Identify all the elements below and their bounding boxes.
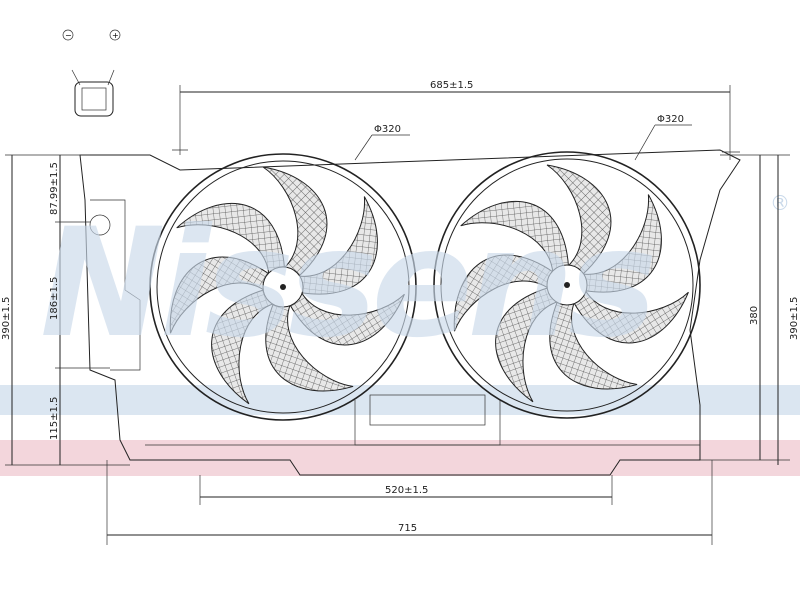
dim-left-total: 390±1.5 (1, 297, 12, 340)
watermark-band (0, 440, 800, 476)
fan-ring-inner (440, 158, 694, 412)
fan-right (433, 151, 701, 419)
dim-right-inner: 380 (749, 306, 760, 325)
registered-mark: ® (770, 191, 790, 215)
fan-blade (572, 288, 689, 344)
fan-ring-outer (149, 153, 417, 421)
fan-blade (296, 196, 378, 295)
dim-fan-right-diameter: Φ320 (657, 114, 684, 125)
dim-right-total: 390±1.5 (789, 297, 800, 340)
fan-hub-center (280, 284, 286, 290)
shroud-frame (79, 140, 741, 476)
fan-blade (495, 286, 561, 403)
dim-bottom-overall: 715 (398, 523, 417, 534)
fan-ring-inner (156, 160, 410, 414)
watermark-logo: Nissens (40, 197, 653, 371)
dim-left-upper: 87.99±1.5 (49, 162, 60, 215)
dim-left-middle: 186±1.5 (49, 277, 60, 320)
fan-blade (453, 254, 555, 332)
fan-ring-outer (433, 151, 701, 419)
watermark-band-blue (0, 385, 800, 415)
fan-blade (580, 194, 662, 293)
fan-blade (288, 290, 405, 346)
fan-blade (211, 288, 277, 405)
fan-blade (460, 201, 570, 275)
fan-blade (546, 164, 612, 276)
dim-bottom-inner: 520±1.5 (385, 485, 428, 496)
dim-fan-left-diameter: Φ320 (374, 124, 401, 135)
connector-plus-label: + (112, 31, 119, 40)
fan-blade (549, 300, 638, 390)
fan-left (149, 153, 417, 421)
dimension-lines (5, 85, 790, 545)
connector-minus-label: − (65, 31, 72, 40)
fan-blade (262, 166, 328, 278)
dim-top-span: 685±1.5 (430, 80, 473, 91)
fan-blade (176, 203, 286, 277)
fan-blade (265, 302, 354, 392)
fan-blade (169, 256, 271, 334)
dim-left-lower: 115±1.5 (49, 397, 60, 440)
connector-icon: − + (62, 29, 121, 117)
fan-hub-center (564, 282, 570, 288)
